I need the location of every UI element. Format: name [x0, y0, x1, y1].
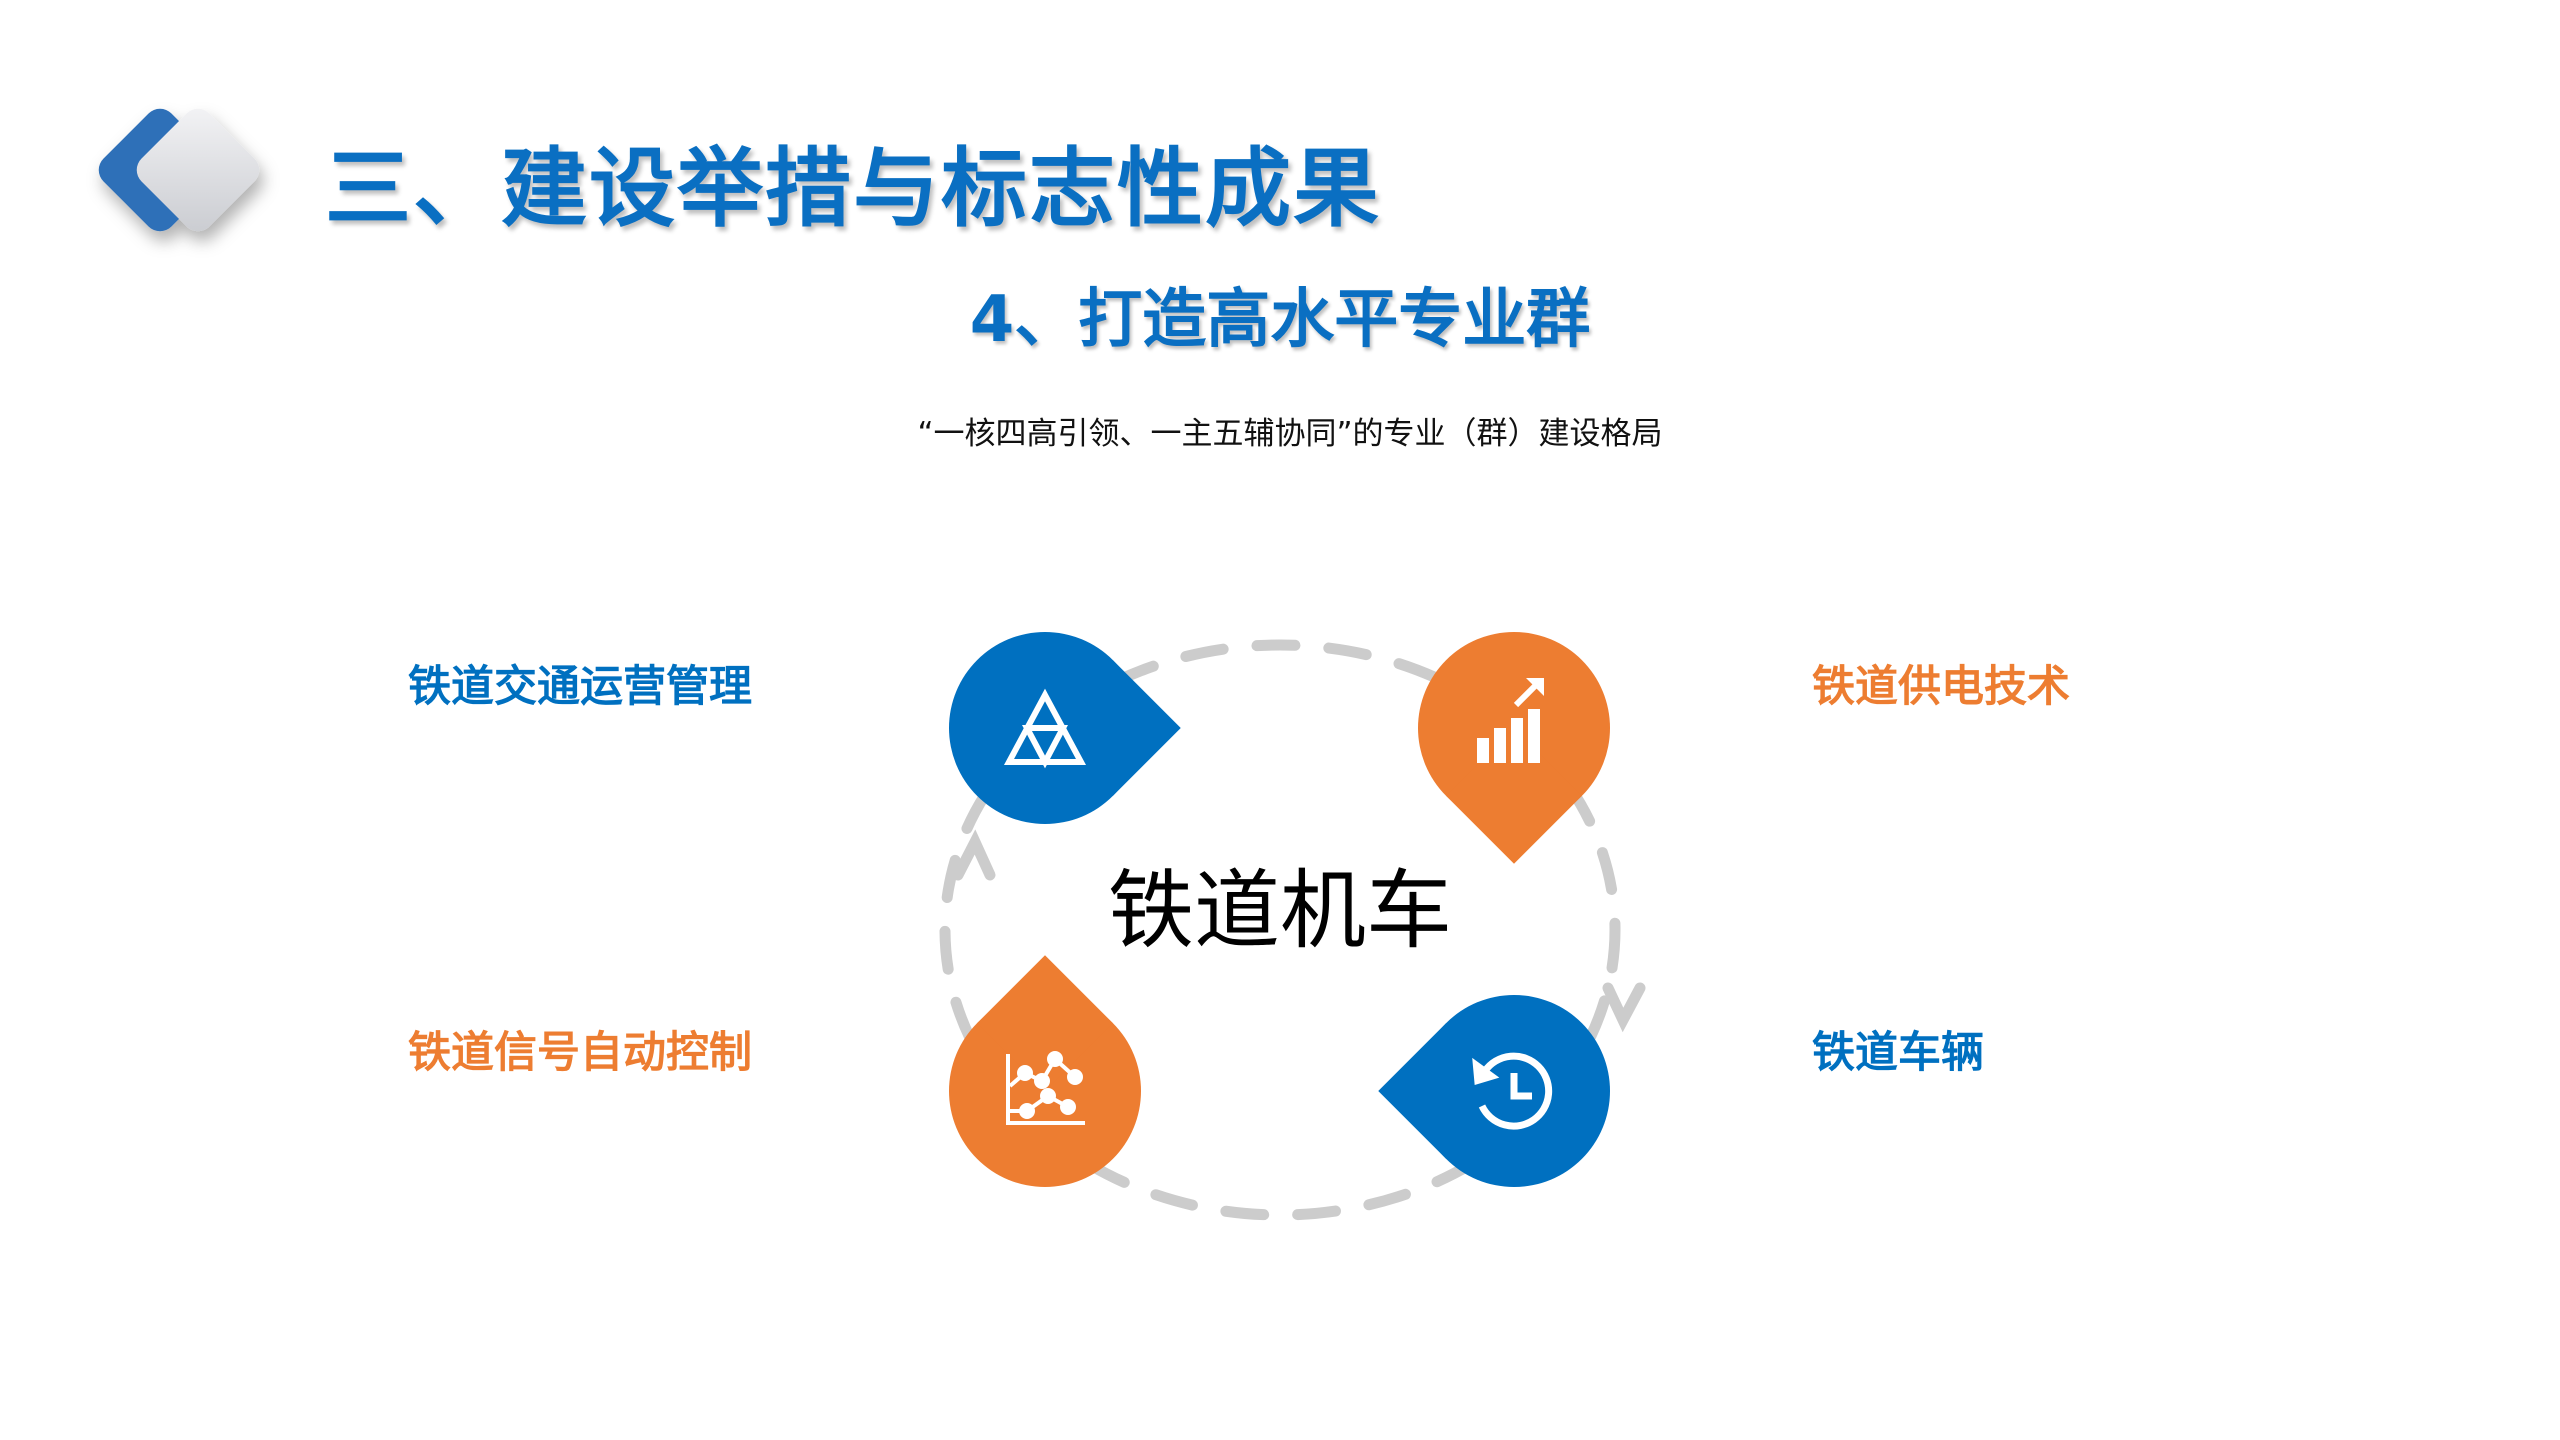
growth-bar-chart-icon: [1477, 678, 1544, 763]
label-operations: 铁道交通运营管理: [408, 662, 752, 712]
arrow-down-icon: [1602, 982, 1646, 1033]
label-power-supply: 铁道供电技术: [1812, 662, 2070, 712]
section-subtitle: 4、打造高水平专业群: [969, 283, 1591, 357]
history-clock-icon: [1472, 1052, 1553, 1130]
section-caption: “一核四高引领、一主五辅协同”的专业（群）建设格局: [917, 416, 1663, 452]
label-signal-control: 铁道信号自动控制: [408, 1028, 752, 1078]
page-title: 三、建设举措与标志性成果: [325, 139, 1381, 239]
drop-marker-operations[interactable]: [949, 632, 1181, 824]
section-logo-icon: [98, 108, 260, 232]
triangle-network-icon: [1003, 688, 1087, 769]
cycle-dashed-path: [939, 639, 1621, 1221]
label-vehicles: 铁道车辆: [1812, 1028, 1984, 1078]
center-label: 铁道机车: [1108, 861, 1452, 961]
arrow-up-icon: [952, 829, 996, 881]
line-chart-icon: [1006, 1051, 1085, 1125]
